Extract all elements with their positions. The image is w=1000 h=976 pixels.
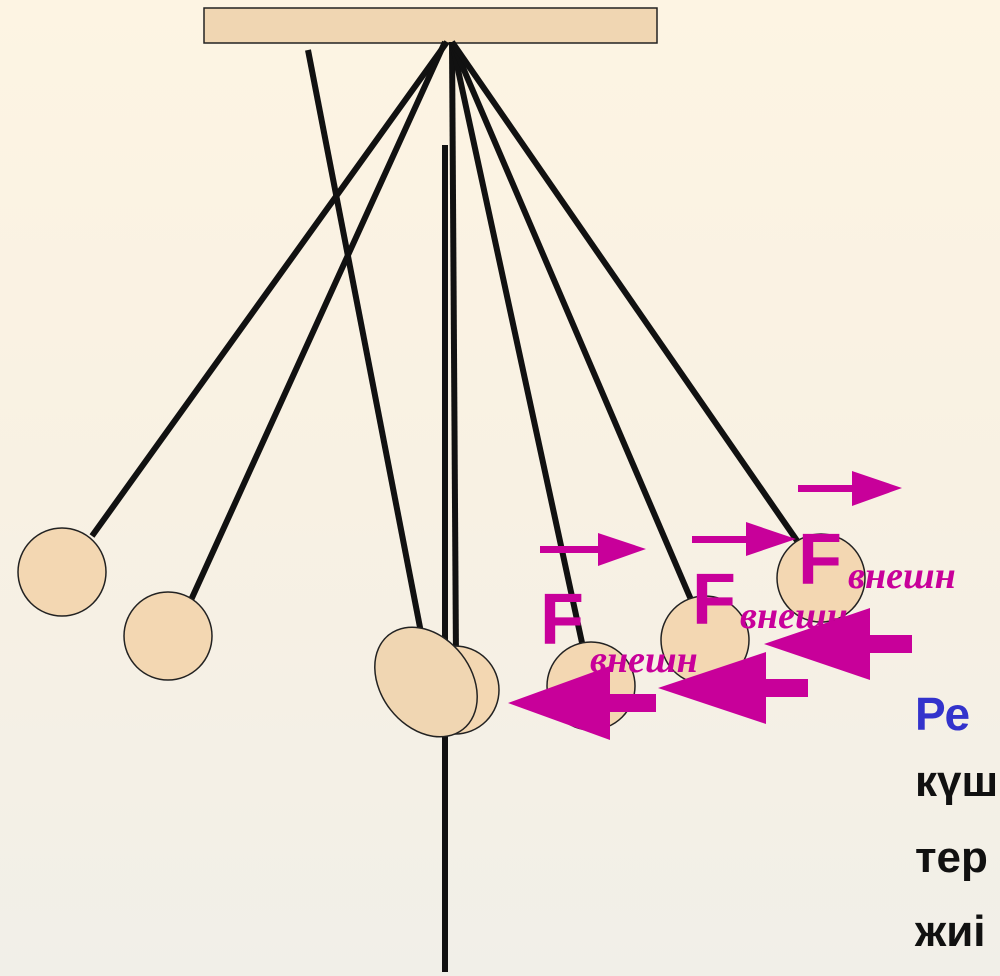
force-vector-arrow-1 xyxy=(540,533,646,566)
force-vector-arrow-2 xyxy=(692,522,796,556)
restoring-arrow-3 xyxy=(764,608,912,680)
force-label-3-subscript: внешн xyxy=(848,555,956,597)
pendulum-string-right-3 xyxy=(449,40,803,547)
pendulum-string-far-left xyxy=(89,40,450,538)
pendulum-string-right-2 xyxy=(449,40,695,604)
caption-line-2: тер xyxy=(915,833,988,882)
pendulum-string-left xyxy=(188,40,448,602)
tilted-pendulum-string xyxy=(305,49,427,649)
pendulum-bob-far-left xyxy=(17,527,107,617)
force-label-2-subscript: внешн xyxy=(740,595,848,637)
caption-line-3: жиі xyxy=(914,907,985,956)
force-label-3-letter: F xyxy=(798,520,842,600)
force-label-2-letter: F xyxy=(692,560,736,640)
force-label-1-letter: F xyxy=(540,580,584,660)
caption-line-1: күш xyxy=(915,757,998,806)
force-label-1-subscript: внешн xyxy=(590,639,698,681)
pendulum-bob-right-3 xyxy=(776,533,866,623)
pendulum-bob-tilted xyxy=(374,626,478,738)
support-beam xyxy=(203,7,658,44)
pendulum-bob-left xyxy=(123,591,213,681)
rest-pendulum-string xyxy=(449,41,459,661)
force-vector-arrow-3 xyxy=(798,471,902,506)
restoring-arrow-1 xyxy=(508,666,656,740)
restoring-arrow-2 xyxy=(658,652,808,724)
caption-heading: Ре xyxy=(915,688,970,740)
